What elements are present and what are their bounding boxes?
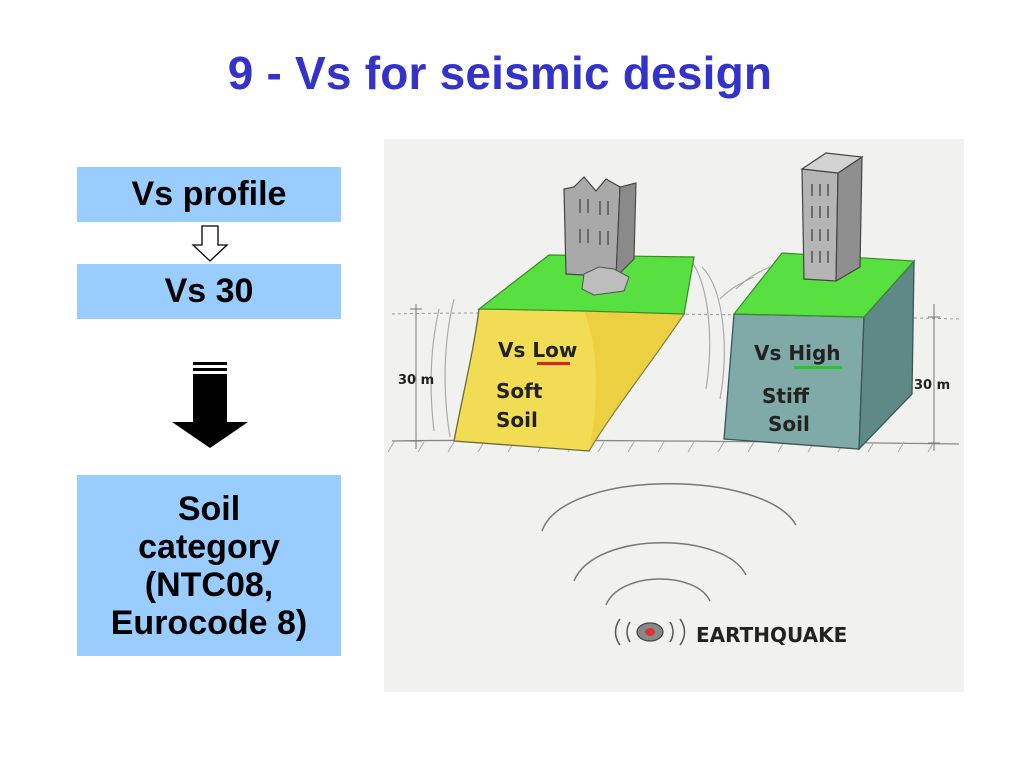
shaking-lines	[430, 258, 725, 438]
soil-category-line-4: Eurocode 8)	[110, 603, 308, 642]
vs30-box: Vs 30	[77, 264, 341, 319]
seismic-wave-middle	[573, 542, 747, 582]
soil-category-line-3: (NTC08,	[144, 565, 274, 604]
collapsed-building	[563, 176, 621, 278]
depth-tick-right	[928, 304, 940, 451]
collapsed-building-side	[615, 182, 637, 279]
low-underline	[537, 362, 570, 365]
intact-building-side	[835, 155, 863, 283]
depth-tick-left	[410, 304, 422, 449]
epicenter-core	[645, 628, 655, 636]
soft-soil-shade	[584, 309, 684, 451]
soft-soil-label: Soil	[496, 408, 538, 432]
shaking-lines-right	[719, 266, 771, 300]
seismic-wave-outer	[541, 483, 797, 532]
stiff-soil-label: Soil	[768, 412, 810, 436]
page-title: 9 - Vs for seismic design	[227, 47, 773, 99]
seismic-wave-inner	[605, 578, 711, 606]
soil-category-line-2: category	[138, 527, 280, 566]
depth-label-right: 30 m	[914, 378, 950, 393]
right-vs-label: Vs High	[754, 341, 841, 365]
stiff-label: Stiff	[762, 384, 810, 408]
earthquake-label: EARTHQUAKE	[696, 623, 847, 647]
depth-label-left: 30 m	[398, 373, 434, 388]
soft-label: Soft	[496, 379, 543, 403]
soil-category-box: Soil category (NTC08, Eurocode 8)	[77, 475, 341, 656]
high-underline	[794, 366, 842, 369]
rubble	[581, 266, 630, 296]
intact-building-roof	[800, 152, 864, 174]
hollow-down-arrow	[191, 225, 229, 262]
stiff-soil-grass	[732, 252, 916, 318]
intact-building-windows	[811, 184, 829, 263]
bold-down-arrow	[172, 362, 248, 448]
left-vs-label: Vs Low	[498, 338, 577, 362]
vs-profile-box: Vs profile	[77, 167, 341, 222]
epicenter-ripples	[614, 618, 686, 646]
building-windows-left	[579, 199, 609, 245]
soil-category-line-1: Soil	[177, 489, 241, 528]
soil-illustration: Vs Low Soft Soil Vs High Stiff Soil 30 m…	[384, 139, 964, 692]
